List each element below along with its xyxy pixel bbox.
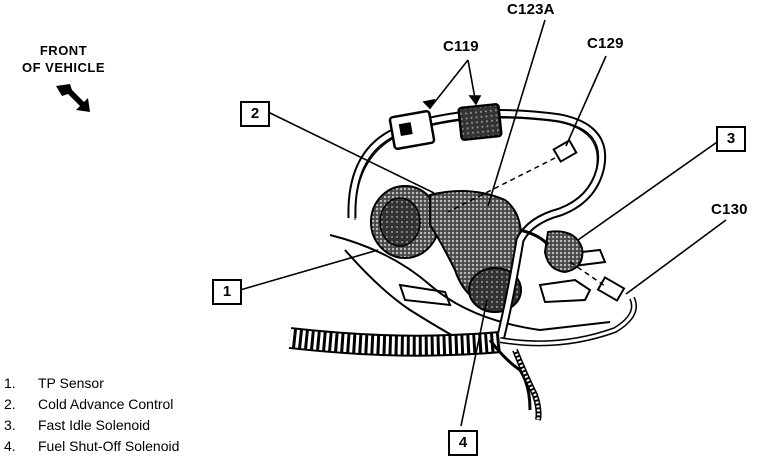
legend-item-text: Fast Idle Solenoid [38, 417, 151, 433]
callout-c129: C129 [587, 35, 624, 52]
legend-item-number: 4. [4, 438, 16, 454]
component-legend: 1. TP Sensor 2. Cold Advance Control 3. Fas… [2, 373, 179, 457]
leader-lines [239, 19, 727, 427]
front-label-line2: OF VEHICLE [22, 60, 106, 75]
corrugated-conduit [288, 327, 542, 421]
legend-item-number: 2. [4, 396, 16, 412]
callout-c123a: C123A [507, 1, 555, 18]
connector-c129 [552, 139, 578, 163]
legend-item-text: Cold Advance Control [38, 396, 174, 412]
front-arrow-icon [56, 84, 90, 112]
legend-item-number: 3. [4, 417, 16, 433]
legend-item: 2. Cold Advance Control [2, 394, 179, 415]
number-box-4: 4 [448, 430, 478, 456]
callout-c130: C130 [711, 201, 748, 218]
front-of-vehicle-label: FRONT OF VEHICLE [22, 42, 105, 76]
legend-item: 1. TP Sensor [2, 373, 179, 394]
engine-body [329, 234, 611, 346]
dashed-lines [447, 157, 606, 287]
legend-item: 3. Fast Idle Solenoid [2, 415, 179, 436]
callout-c119: C119 [443, 38, 479, 55]
number-box-2: 2 [240, 101, 270, 127]
connector-c119 [388, 103, 503, 151]
number-box-3: 3 [716, 126, 746, 152]
legend-item-number: 1. [4, 375, 16, 391]
front-label-line1: FRONT [39, 43, 88, 58]
legend-item: 4. Fuel Shut-Off Solenoid [2, 436, 179, 457]
connector-c130 [596, 276, 626, 302]
legend-item-text: TP Sensor [38, 375, 104, 391]
legend-item-text: Fuel Shut-Off Solenoid [38, 438, 180, 454]
number-box-1: 1 [212, 279, 242, 305]
